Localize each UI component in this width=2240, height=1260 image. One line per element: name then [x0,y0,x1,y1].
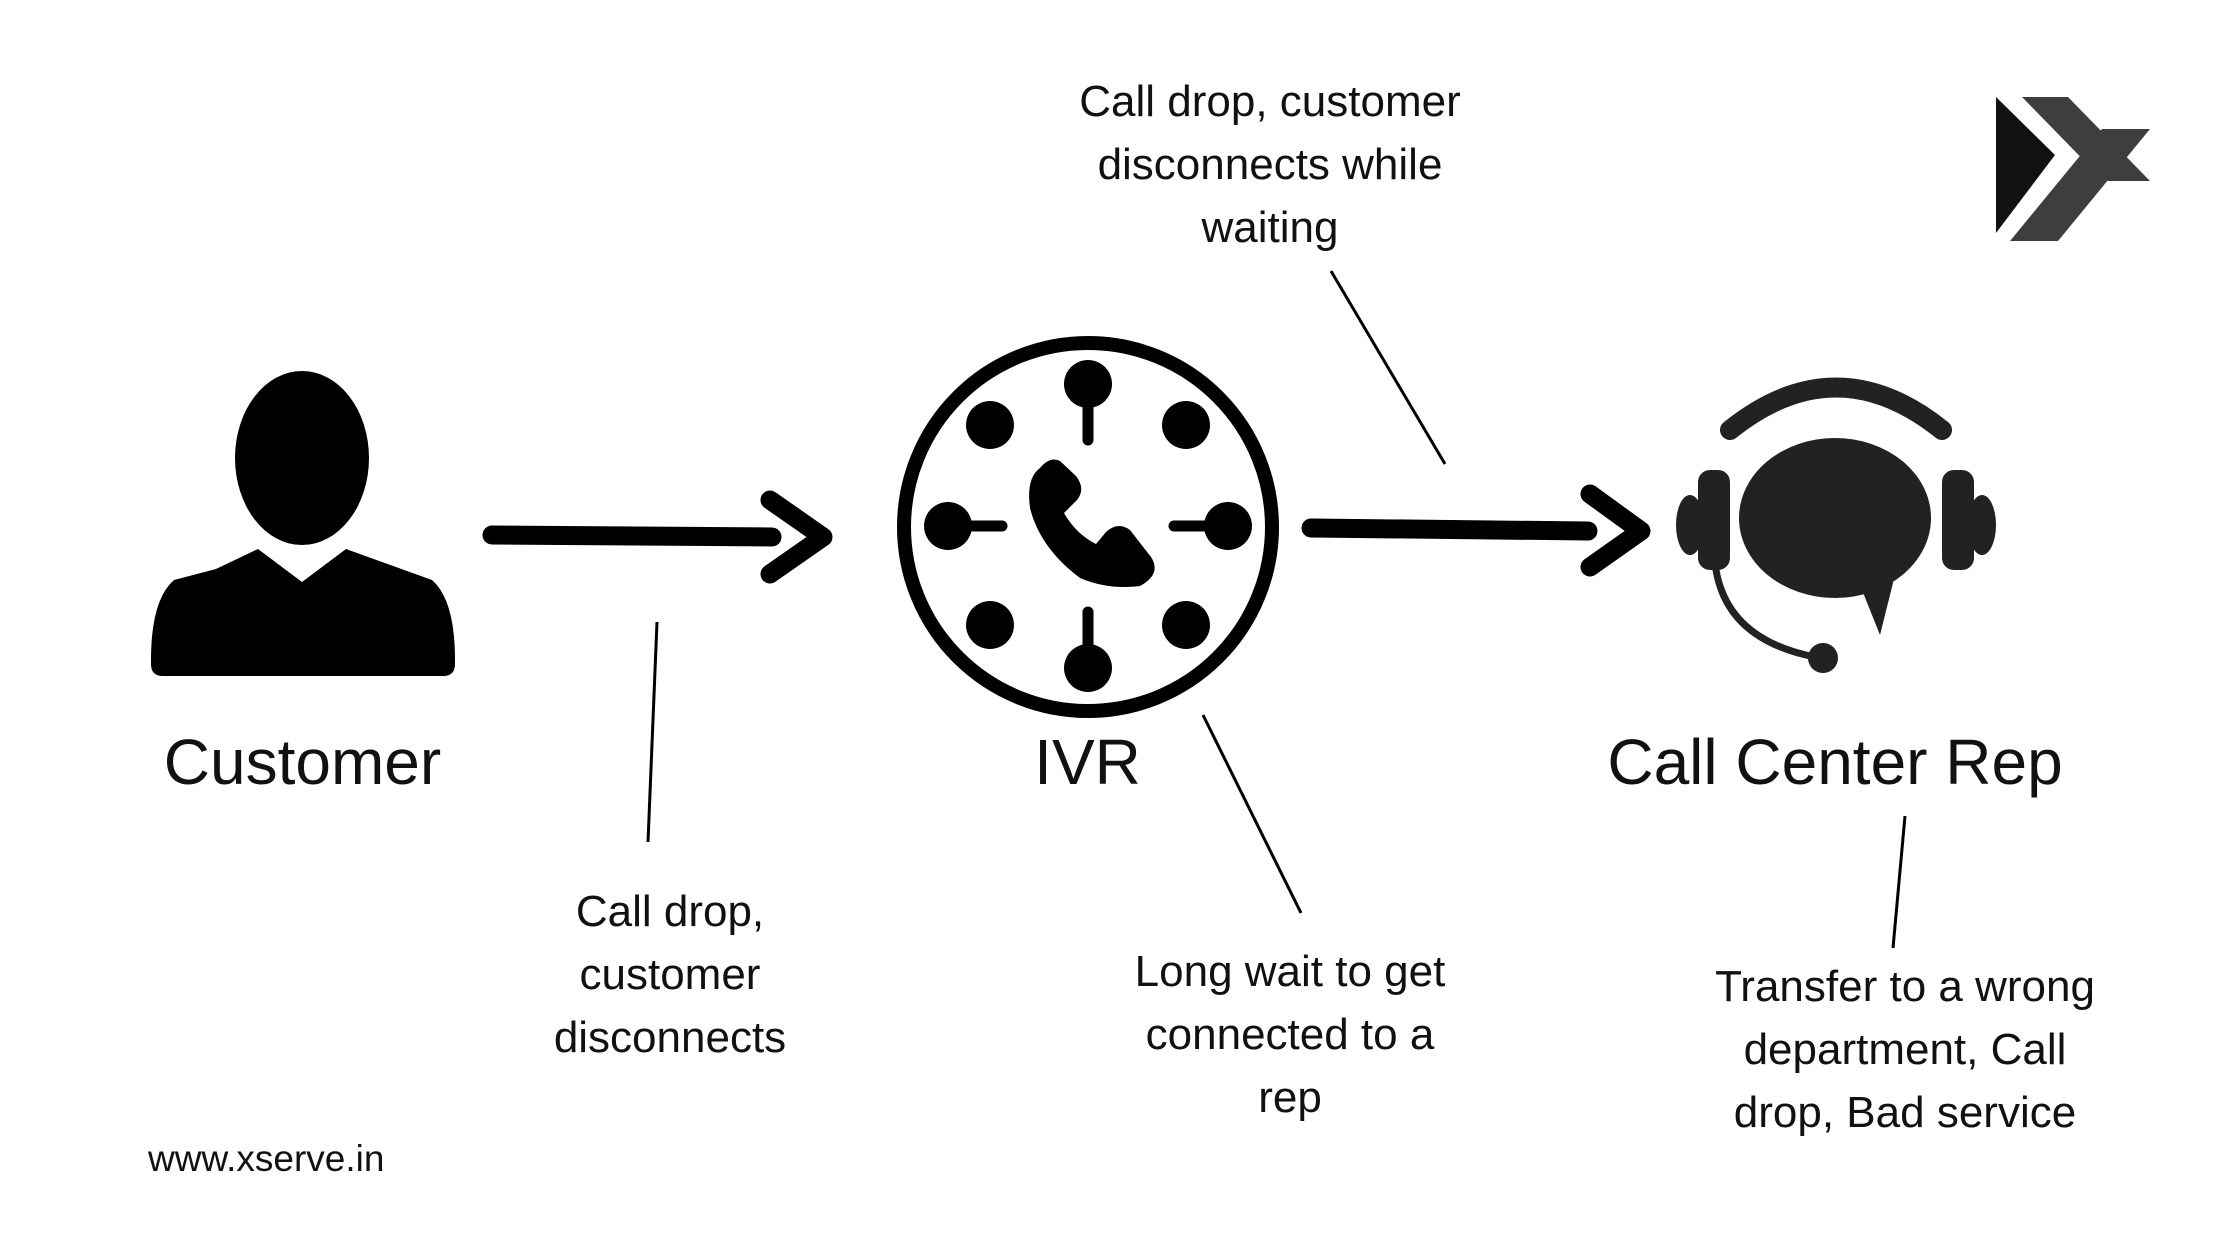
note-line: Transfer to a wrong [1715,962,2095,1011]
note-ivr-rep: Call drop, customer disconnects while wa… [1055,70,1485,259]
node-label-customer: Customer [163,726,442,798]
headset-agent-icon [1676,377,1996,673]
note-line: Call drop, customer [1079,77,1461,126]
note-customer-ivr: Call drop, customer disconnects [510,880,830,1069]
node-label-rep: Call Center Rep [1607,726,2063,798]
note-line: disconnects [553,1013,787,1062]
note-line: drop, Bad service [1733,1088,2077,1137]
phone-handset-icon [1029,459,1155,587]
leader-line-ivr-rep [1329,270,1447,465]
note-ivr-wait: Long wait to get connected to a rep [1115,940,1465,1129]
note-line: customer [579,950,761,999]
leader-line-ivr-wait [1201,714,1303,914]
leader-line-customer-ivr [646,621,659,843]
xserve-logo-icon [1996,97,2150,241]
note-line: disconnects while [1097,140,1443,189]
note-rep: Transfer to a wrong department, Call dro… [1685,955,2125,1144]
person-icon [151,371,455,676]
note-line: Long wait to get [1134,947,1446,996]
leader-line-rep [1891,815,1907,949]
node-label-ivr: IVR [1034,726,1141,798]
note-line: Call drop, [575,887,765,936]
note-line: department, Call [1743,1025,2067,1074]
arrow-customer-to-ivr [482,490,833,584]
website-link[interactable]: www.xserve.in [148,1138,385,1179]
note-line: waiting [1201,203,1339,252]
note-line: rep [1258,1073,1322,1122]
clock-phone-icon [897,336,1279,718]
leader-lines [646,270,1907,949]
note-line: connected to a [1145,1010,1435,1059]
arrow-ivr-to-rep [1301,484,1651,577]
